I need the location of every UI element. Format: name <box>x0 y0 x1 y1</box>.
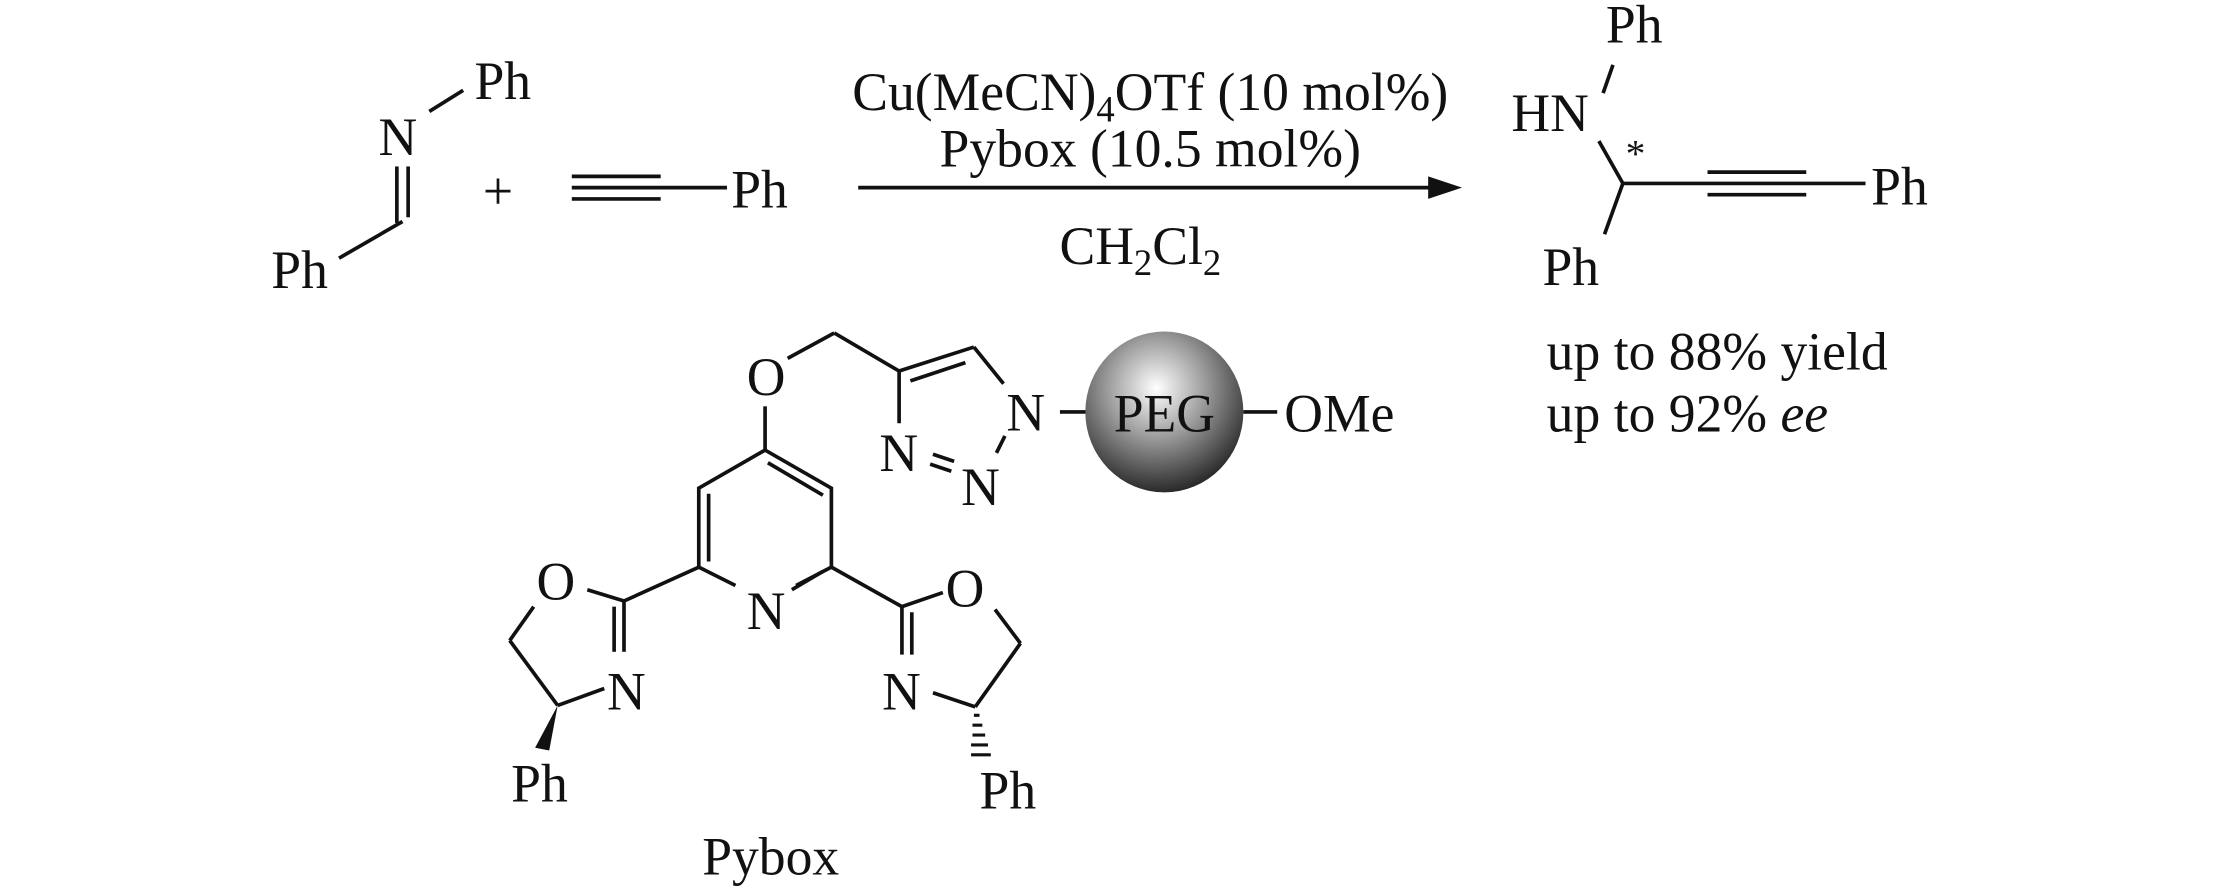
bond <box>833 331 901 373</box>
peg-label: PEG <box>1114 384 1215 444</box>
bond <box>766 461 824 497</box>
bond <box>557 686 605 708</box>
ligand-label: Pybox (10.5 mol%) <box>940 118 1361 178</box>
bond <box>1597 140 1625 185</box>
right-oxazoline-o: O <box>946 559 985 619</box>
hashed-bond <box>971 713 991 757</box>
triazole-n3: N <box>879 423 918 483</box>
product-ph-top: Ph <box>1606 0 1663 54</box>
alkyne-ph: Ph <box>731 159 788 219</box>
alkyne-reactant: Ph <box>571 159 788 219</box>
bond <box>898 345 975 373</box>
bond <box>1601 64 1615 94</box>
product-ph-right: Ph <box>1871 157 1928 217</box>
right-oxazoline-n: N <box>882 662 921 722</box>
bond <box>338 219 404 260</box>
bond <box>932 452 955 464</box>
bond <box>972 345 1005 385</box>
solvent-label: CH2Cl2 <box>1059 216 1221 283</box>
bond <box>901 590 944 609</box>
stereocenter-mark: * <box>1626 131 1646 175</box>
bond <box>993 608 1022 645</box>
ome-label: OMe <box>1284 384 1394 444</box>
catalyst-label: Cu(MeCN)4OTf (10 mol%) <box>852 62 1448 129</box>
bond <box>929 462 952 473</box>
ether-o: O <box>747 347 786 407</box>
bond <box>428 88 465 114</box>
imine-reactant: N Ph Ph <box>271 51 531 300</box>
yield-text: up to 88% yield <box>1547 322 1888 382</box>
bond <box>508 639 560 707</box>
plus-sign: + <box>483 161 513 221</box>
imine-ph-top: Ph <box>474 51 531 111</box>
bond <box>1602 182 1625 235</box>
right-ph: Ph <box>980 760 1037 820</box>
bond <box>932 690 976 709</box>
bond <box>586 587 625 603</box>
left-oxazoline-o: O <box>537 552 576 612</box>
bond <box>623 565 700 603</box>
bond <box>830 565 903 609</box>
imine-ph-bottom: Ph <box>271 240 328 300</box>
pyridine-n: N <box>747 581 786 641</box>
reaction-arrow <box>858 176 1463 199</box>
bond <box>994 435 1007 454</box>
left-ph: Ph <box>511 753 568 813</box>
imine-n-label: N <box>379 107 418 167</box>
peg-sphere <box>1085 331 1244 493</box>
bond <box>508 605 536 642</box>
wedge-bond <box>535 705 558 751</box>
pybox-ligand-structure: O N N N PEG OMe N O N Ph <box>508 331 1394 886</box>
propargylamine-product: Ph HN * Ph Ph <box>1511 0 1928 297</box>
triazole-n1: N <box>1006 382 1045 442</box>
bond <box>790 569 824 592</box>
bond <box>973 642 1022 708</box>
product-hn: HN <box>1511 83 1588 143</box>
product-ph-bottom: Ph <box>1542 237 1599 297</box>
ligand-name: Pybox <box>702 827 839 886</box>
triazole-n2: N <box>961 457 1000 517</box>
bond <box>786 331 836 360</box>
left-oxazoline-n: N <box>607 662 646 722</box>
ee-text: up to 92% ee <box>1547 384 1828 444</box>
arrowhead-icon <box>1428 176 1463 199</box>
pyridine-ring <box>696 447 834 588</box>
bond <box>909 360 966 383</box>
